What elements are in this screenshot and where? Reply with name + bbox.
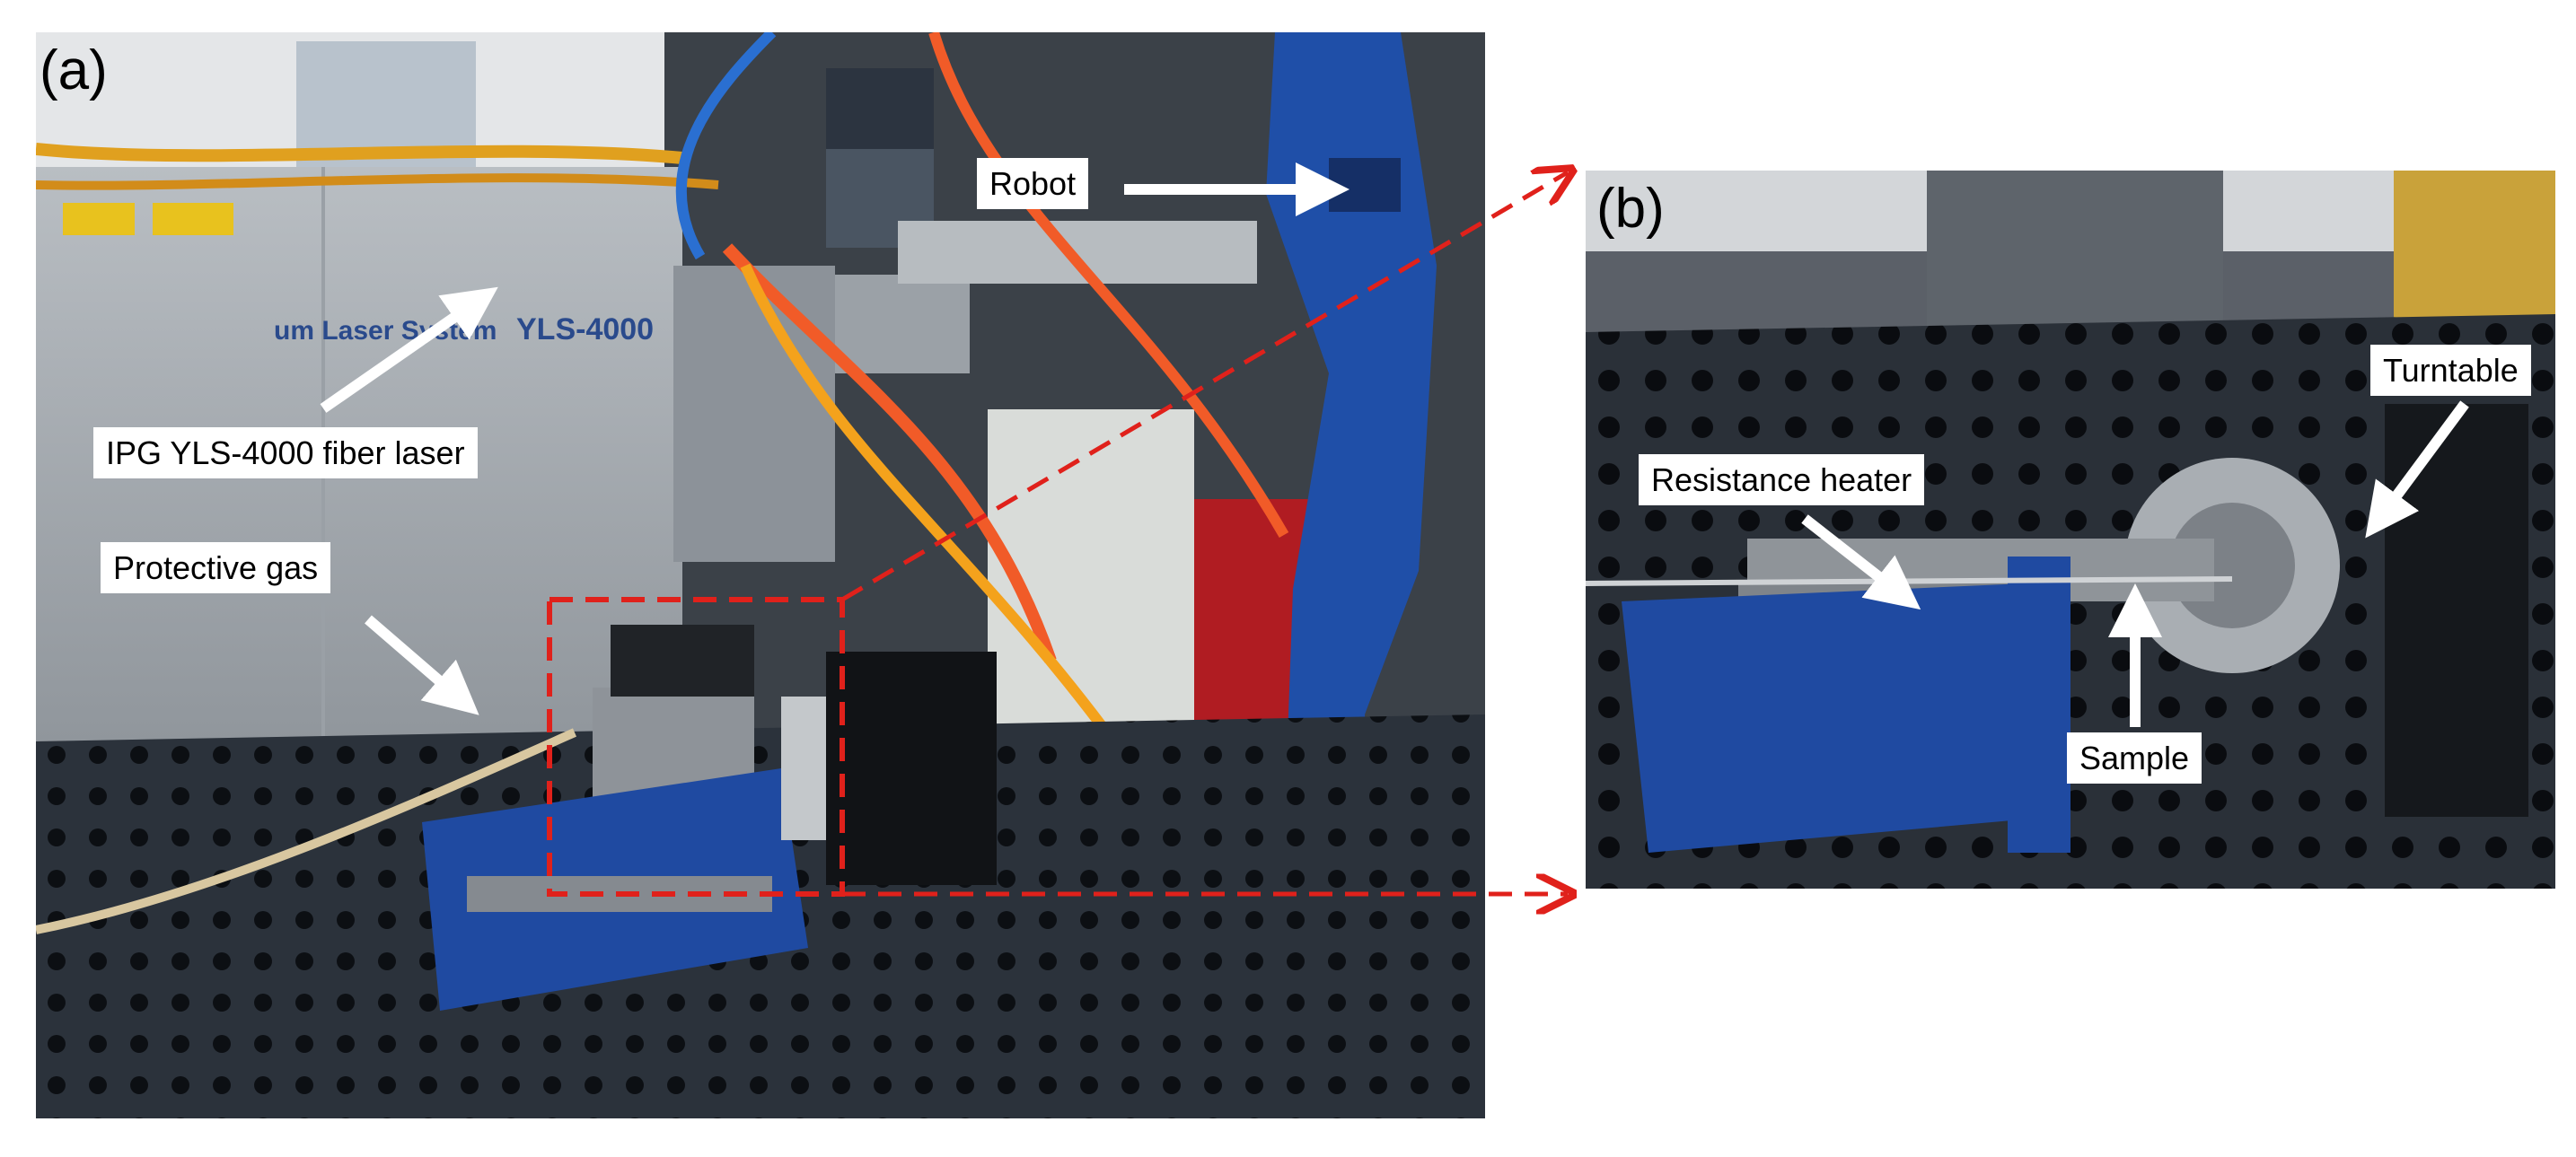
panel-a-letter: (a) [40,39,108,101]
label-turntable: Turntable [2370,345,2531,397]
laser-system-text: um Laser System [274,316,497,346]
label-resistance-heater: Resistance heater [1639,454,1925,506]
laser-model-text: YLS-4000 [516,312,655,346]
label-sample: Sample [2067,732,2202,784]
label-robot: Robot [977,158,1089,210]
label-protective-gas: Protective gas [101,542,331,594]
label-fiber-laser: IPG YLS-4000 fiber laser [93,427,478,479]
panel-b-letter: (b) [1596,178,1665,240]
